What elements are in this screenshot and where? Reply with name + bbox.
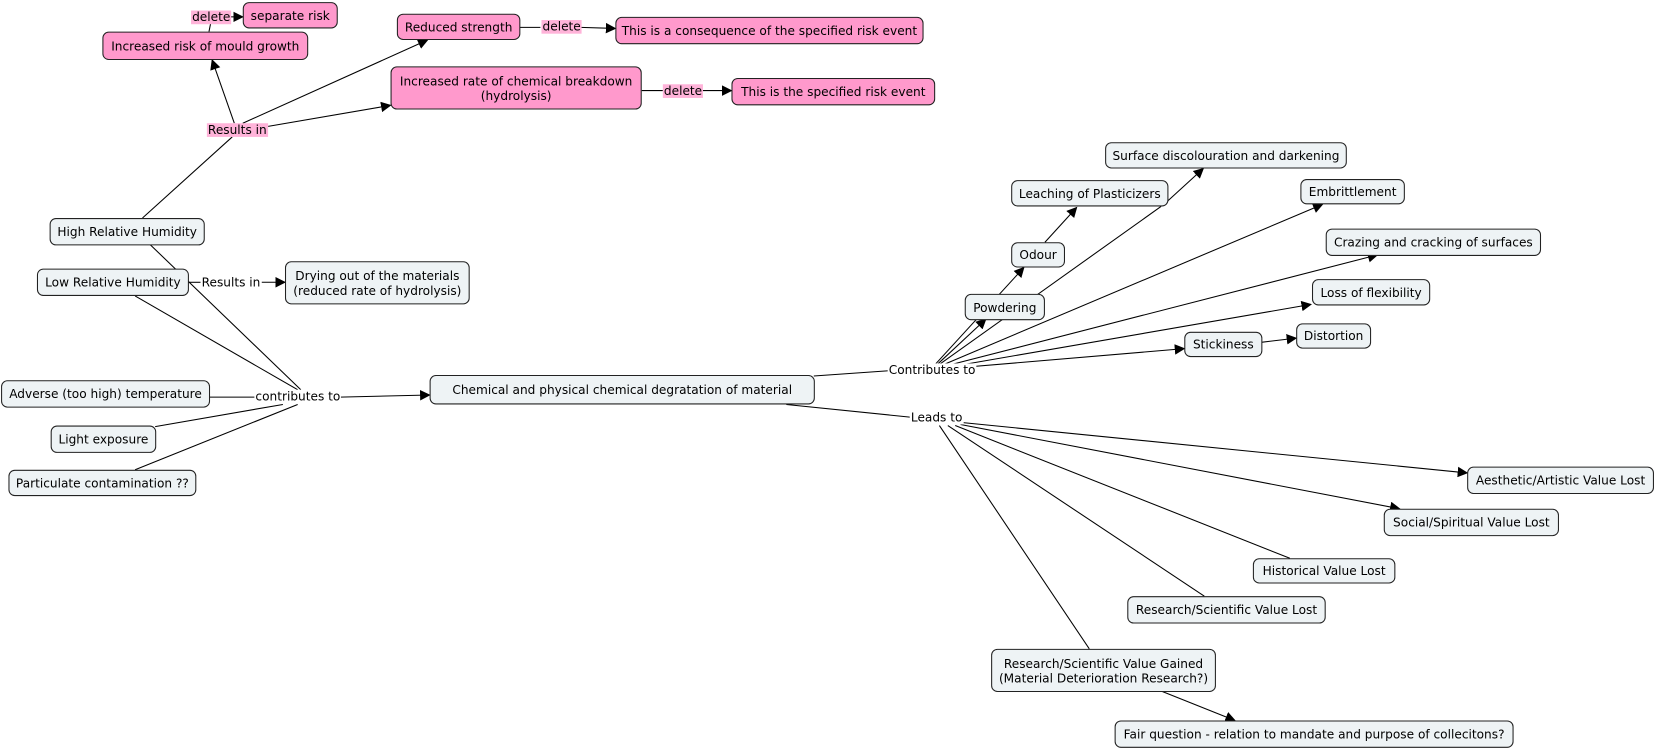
link-label-results-in: Results in (200, 274, 262, 290)
node-text: (Material Deterioration Research?) (998, 670, 1209, 686)
edge (786, 403, 910, 418)
link-label-delete: delete (662, 83, 704, 98)
edge-arrow (1044, 206, 1078, 243)
node-temperature[interactable]: Adverse (too high) temperature (1, 380, 211, 408)
edge (939, 206, 1162, 365)
link-label-results-in: Results in (206, 122, 268, 137)
node-crazing[interactable]: Crazing and cracking of surfaces (1325, 228, 1542, 256)
edge-arrow (1160, 690, 1236, 722)
link-label-delete: delete (541, 18, 582, 34)
node-reduced-strength[interactable]: Reduced strength (396, 13, 521, 41)
node-drying-out[interactable]: Drying out of the materials (reduced rat… (284, 261, 470, 305)
edge-arrow (941, 203, 1324, 366)
node-stickiness[interactable]: Stickiness (1184, 331, 1263, 358)
edge-arrow (945, 300, 1312, 369)
edge-arrow (960, 423, 1401, 513)
edge-arrow (936, 318, 987, 365)
node-leaching[interactable]: Leaching of Plasticizers (1011, 180, 1169, 207)
node-specified-event-note[interactable]: This is the specified risk event (731, 77, 936, 106)
node-degradation[interactable]: Chemical and physical chemical degratati… (429, 374, 815, 405)
link-label-leads-to: Leads to (909, 409, 964, 425)
node-particulate[interactable]: Particulate contamination ?? (8, 469, 197, 497)
edge (947, 425, 1205, 597)
node-distortion[interactable]: Distortion (1296, 323, 1372, 349)
node-mould-growth[interactable]: Increased risk of mould growth (102, 31, 309, 61)
edge (134, 295, 298, 391)
node-separate-risk[interactable]: separate risk (242, 2, 338, 29)
edge-arrow (960, 421, 1469, 478)
edge-arrow (1165, 167, 1205, 203)
node-embrittlement[interactable]: Embrittlement (1300, 179, 1405, 205)
node-text: (reduced rate of hydrolysis) (293, 282, 462, 298)
edge (142, 136, 233, 219)
edge (938, 425, 1090, 650)
node-loss-of-flexibility[interactable]: Loss of flexibility (1311, 279, 1431, 306)
node-text: Increased rate of chemical breakdown (399, 73, 633, 88)
node-research-value-gained[interactable]: Research/Scientific Value Gained (Materi… (991, 648, 1216, 693)
node-surface-discolouration[interactable]: Surface discolouration and darkening (1105, 142, 1347, 169)
node-high-rh[interactable]: High Relative Humidity (49, 218, 205, 246)
node-powdering[interactable]: Powdering (964, 293, 1045, 321)
edge-arrow (947, 344, 1186, 370)
node-low-rh[interactable]: Low Relative Humidity (36, 268, 189, 296)
edge-arrow (580, 22, 617, 34)
edge (134, 403, 298, 471)
node-odour[interactable]: Odour (1011, 242, 1065, 268)
edge (955, 425, 1291, 559)
link-label-contributes-to: contributes to (254, 388, 342, 404)
node-text: (hydrolysis) (480, 87, 552, 103)
node-light-exposure[interactable]: Light exposure (50, 425, 157, 453)
link-label-contributes-to: Contributes to (887, 362, 977, 378)
edge (813, 370, 889, 377)
node-consequence-note[interactable]: This is a consequence of the specified r… (615, 16, 924, 45)
node-aesthetic-value-lost[interactable]: Aesthetic/Artistic Value Lost (1467, 466, 1654, 494)
link-label-delete: delete (191, 9, 232, 25)
edge-arrow (242, 39, 429, 124)
node-historical-value-lost[interactable]: Historical Value Lost (1252, 558, 1396, 584)
edge-arrow (1261, 334, 1298, 345)
node-hydrolysis[interactable]: Increased rate of chemical breakdown (hy… (390, 66, 642, 110)
node-social-value-lost[interactable]: Social/Spiritual Value Lost (1383, 508, 1559, 537)
edge (155, 403, 283, 428)
node-fair-question[interactable]: Fair question - relation to mandate and … (1114, 720, 1514, 748)
edge-arrow (268, 101, 392, 127)
node-research-value-lost[interactable]: Research/Scientific Value Lost (1127, 596, 1326, 624)
node-text: Drying out of the materials (295, 268, 460, 283)
edge-arrow (210, 59, 235, 124)
edge-arrow (943, 252, 1379, 368)
node-text: Research/Scientific Value Gained (1003, 655, 1204, 671)
edge-arrow (339, 389, 431, 401)
